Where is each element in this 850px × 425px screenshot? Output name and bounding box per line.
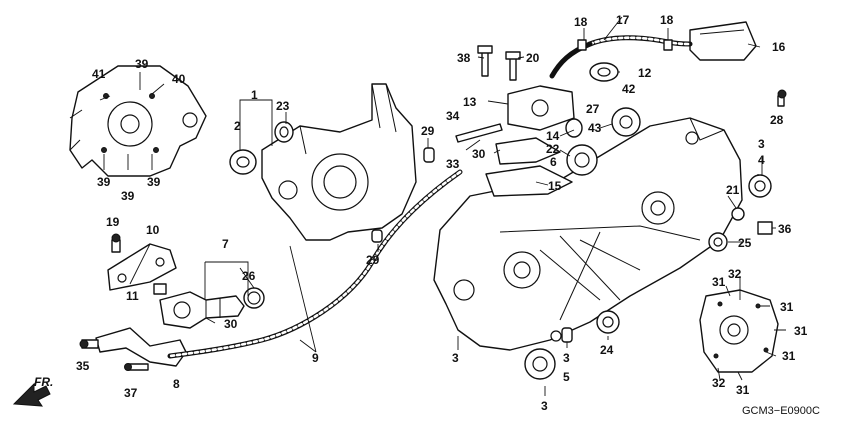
bearing-3-upper [748, 174, 772, 198]
callout-8: 8 [173, 377, 180, 391]
callout-3d: 3 [541, 399, 548, 413]
callout-2: 2 [234, 119, 241, 133]
callout-39d: 39 [147, 175, 161, 189]
crankcase-left-half [261, 83, 417, 241]
bolt-28 [777, 89, 787, 107]
callout-4: 4 [758, 153, 765, 167]
callout-12: 12 [638, 66, 652, 80]
seal-43 [565, 118, 583, 138]
callout-30b: 30 [472, 147, 486, 161]
callout-31b: 31 [780, 300, 794, 314]
callout-34: 34 [446, 109, 460, 123]
drawing-code: GCM3−E0900C [742, 405, 820, 417]
gasket-15 [485, 165, 573, 197]
callout-38: 38 [457, 51, 471, 65]
callout-20: 20 [526, 51, 540, 65]
callout-39a: 39 [135, 57, 149, 71]
callout-33: 33 [446, 157, 460, 171]
bolt-19 [111, 233, 121, 253]
clip-11 [153, 283, 167, 295]
callout-25: 25 [738, 236, 752, 250]
front-direction-arrow [12, 382, 51, 407]
callout-11: 11 [126, 289, 139, 303]
callout-42: 42 [622, 82, 636, 96]
bearing-42 [611, 107, 641, 137]
transmission-cover [699, 289, 779, 373]
control-arm-8 [95, 327, 187, 367]
crankcase-right-half [433, 117, 743, 351]
crankcase-breather-16 [689, 21, 757, 61]
callout-9: 9 [312, 351, 319, 365]
bearing-22 [566, 144, 598, 176]
seal-25 [708, 232, 728, 252]
callout-31d: 31 [782, 349, 796, 363]
callout-3a: 3 [758, 137, 765, 151]
callout-36: 36 [778, 222, 792, 236]
bearing-3-lower [524, 348, 556, 380]
callout-6: 6 [550, 155, 557, 169]
callout-17: 17 [616, 13, 630, 27]
callout-19: 19 [106, 215, 120, 229]
callout-31c: 31 [794, 324, 808, 338]
callout-3b: 3 [452, 351, 459, 365]
callout-40: 40 [172, 72, 186, 86]
callout-31a: 31 [712, 275, 726, 289]
callout-26: 26 [242, 269, 256, 283]
callout-37: 37 [124, 386, 138, 400]
callout-41: 41 [92, 67, 106, 81]
callout-39c: 39 [121, 189, 135, 203]
callout-43: 43 [588, 121, 602, 135]
callout-18b: 18 [660, 13, 674, 27]
callout-13: 13 [463, 95, 477, 109]
callout-15: 15 [548, 179, 562, 193]
reed-block-6 [495, 137, 561, 165]
bolt-34 [455, 123, 503, 143]
callout-27: 27 [586, 102, 600, 116]
washer-21 [731, 207, 745, 221]
oil-pump-cover-plate [69, 65, 207, 177]
o-ring-26 [243, 287, 265, 309]
callout-28: 28 [770, 113, 784, 127]
callout-39b: 39 [97, 175, 111, 189]
seal-24 [596, 310, 620, 334]
callout-24: 24 [600, 343, 614, 357]
bolt-38 [477, 45, 493, 77]
bolt-20 [505, 51, 521, 81]
callout-32a: 32 [728, 267, 742, 281]
callout-18a: 18 [574, 15, 588, 29]
callout-16: 16 [772, 40, 786, 54]
callout-22: 22 [546, 142, 560, 156]
callout-3c: 3 [563, 351, 570, 365]
bolt-36 [757, 221, 773, 235]
callout-14: 14 [546, 129, 560, 143]
leader-lines [99, 16, 786, 396]
callout-32b: 32 [712, 376, 726, 390]
insulator-12 [589, 62, 619, 82]
callout-35: 35 [76, 359, 90, 373]
callout-21: 21 [726, 183, 740, 197]
oil-pump-assembly-7 [159, 291, 245, 329]
reed-valve-13 [507, 85, 575, 131]
callout-30a: 30 [224, 317, 238, 331]
callout-10: 10 [146, 223, 160, 237]
callout-31e: 31 [736, 383, 750, 397]
callout-1: 1 [251, 88, 258, 102]
callout-labels: 1 2 23 29 29 41 39 40 39 39 39 19 10 7 2… [34, 13, 820, 417]
callout-5: 5 [563, 370, 570, 384]
callout-7: 7 [222, 237, 229, 251]
dowel-pin-29 [371, 147, 435, 243]
dowel-5 [561, 327, 573, 343]
direction-label: FR. [34, 375, 53, 389]
bolt-37 [124, 363, 149, 371]
callout-29a: 29 [421, 124, 435, 138]
bolt-35 [79, 339, 99, 349]
callout-29b: 29 [366, 253, 380, 267]
bearing-2 [229, 149, 257, 175]
breather-hose-9 [167, 169, 463, 359]
callout-23: 23 [276, 99, 290, 113]
bearing-23 [274, 121, 294, 143]
